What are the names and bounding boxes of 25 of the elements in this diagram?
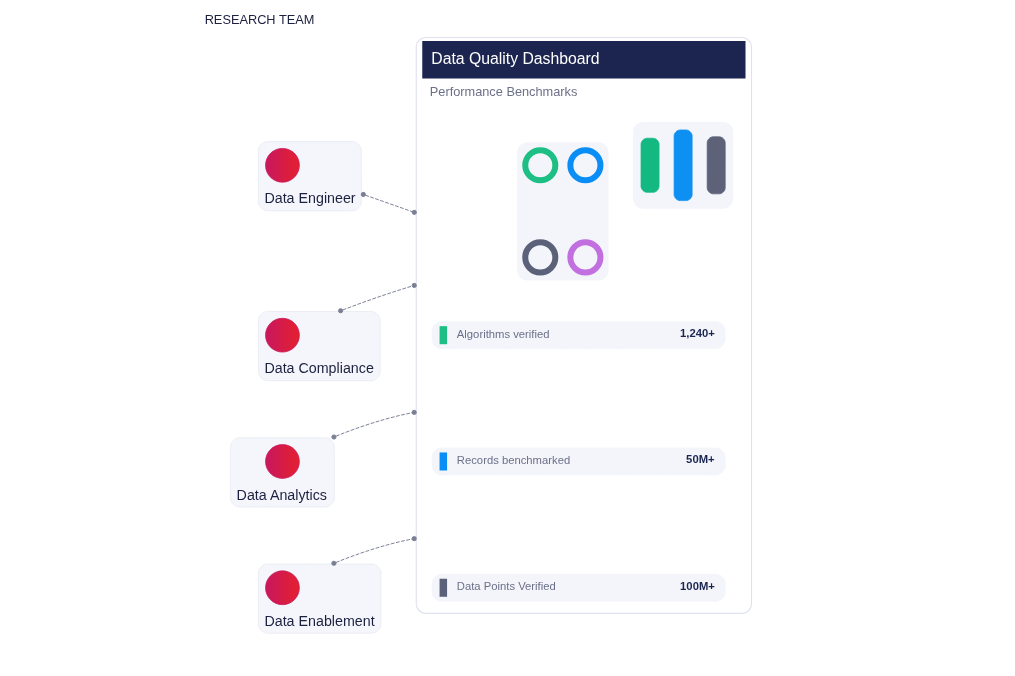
node-ring bbox=[521, 147, 558, 184]
node-ring bbox=[521, 239, 558, 276]
connector bbox=[337, 282, 417, 314]
node-person bbox=[264, 444, 300, 479]
node-box: Algorithms verified 1,240+ bbox=[431, 321, 726, 350]
cluster: Data Analytics bbox=[229, 437, 335, 508]
cluster bbox=[632, 121, 733, 209]
cluster: Data Engineer bbox=[257, 141, 362, 212]
node-bar bbox=[673, 129, 692, 201]
node-bar bbox=[706, 136, 726, 195]
node-box: Data Points Verified 100M+ bbox=[431, 573, 726, 602]
node-ring bbox=[566, 147, 603, 184]
cluster: Data Enablement bbox=[257, 563, 381, 634]
connector bbox=[360, 191, 417, 215]
node-person bbox=[264, 148, 300, 183]
node-ring bbox=[566, 239, 603, 276]
node-person bbox=[264, 570, 300, 606]
cluster: Data Compliance bbox=[257, 311, 381, 382]
connector bbox=[330, 536, 417, 566]
diagram-title: RESEARCH TEAM bbox=[204, 12, 314, 28]
node-bar bbox=[640, 137, 659, 193]
node-person bbox=[264, 317, 300, 353]
node-box: Records benchmarked 50M+ bbox=[431, 447, 726, 476]
cluster bbox=[516, 142, 608, 281]
connector bbox=[330, 409, 417, 440]
